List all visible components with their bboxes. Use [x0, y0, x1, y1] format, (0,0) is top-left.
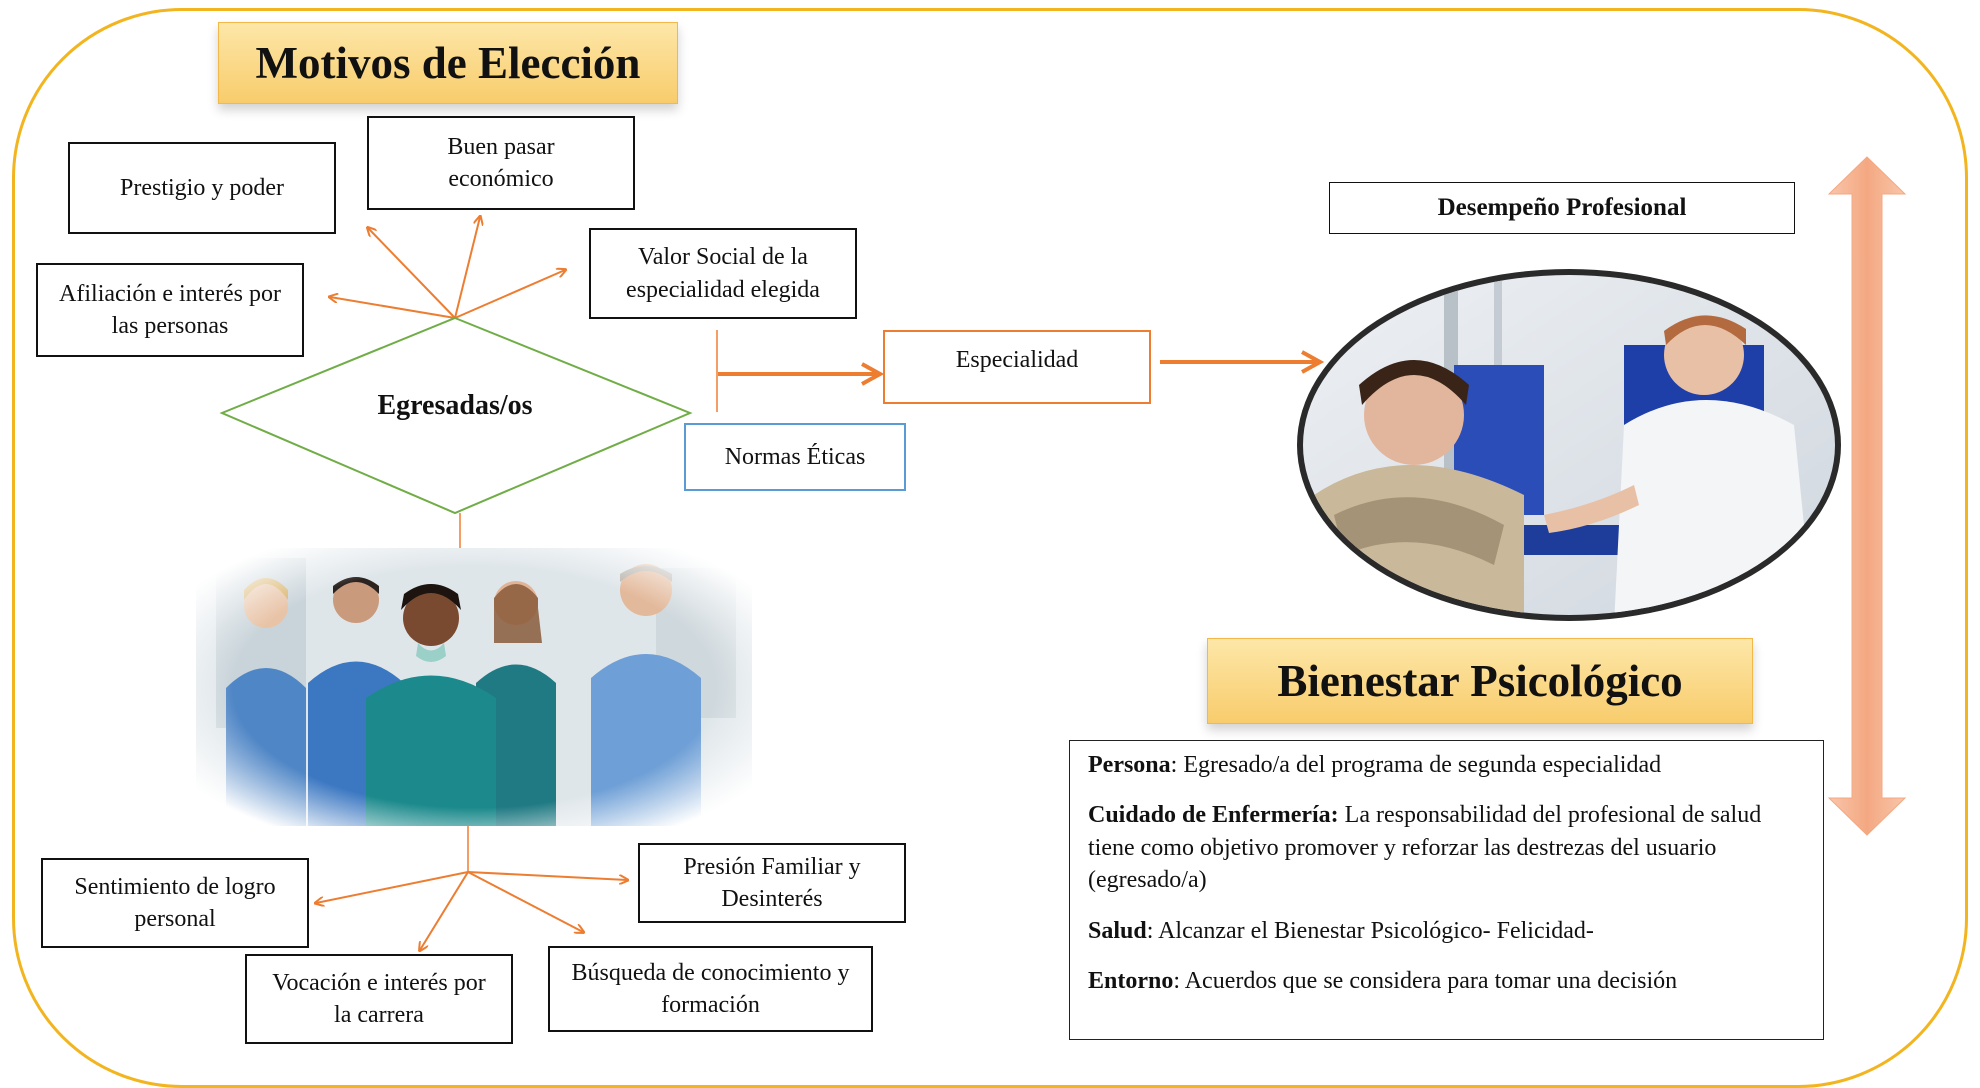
definition-persona-sep: :	[1170, 752, 1184, 778]
definition-cuidado-term: Cuidado de Enfermería:	[1088, 802, 1339, 829]
definition-persona-text: Egresado/a del programa de segunda espec…	[1183, 752, 1662, 778]
especialidad-label: Especialidad	[955, 347, 1079, 373]
arrow-to-buen-pasar	[454, 217, 480, 319]
especialidad-box: Especialidad	[883, 330, 1151, 404]
busqueda-box: Búsqueda de conocimiento y formación	[548, 946, 873, 1032]
bienestar-title: Bienestar Psicológico	[1207, 638, 1753, 724]
busqueda-label: Búsqueda de conocimiento y formación	[571, 959, 850, 1018]
desempeno-label: Desempeño Profesional	[1437, 194, 1687, 222]
nurses-team-photo	[196, 548, 752, 826]
valor-social-label: Valor Social de la especialidad elegida	[626, 244, 820, 303]
arrow-to-prestigio	[368, 228, 456, 319]
normas-box: Normas Éticas	[684, 423, 906, 491]
definition-salud-sep: :	[1146, 917, 1159, 944]
buen-pasar-label: Buen pasar económico	[447, 133, 555, 192]
vocacion-label: Vocación e interés por la carrera	[272, 969, 486, 1028]
definition-persona-term: Persona	[1088, 752, 1171, 778]
valor-social-box: Valor Social de la especialidad elegida	[589, 228, 857, 319]
presion-box: Presión Familiar y Desinterés	[638, 843, 906, 923]
normas-label: Normas Éticas	[724, 443, 866, 470]
double-arrow	[1827, 156, 1907, 836]
vocacion-box: Vocación e interés por la carrera	[245, 954, 513, 1044]
arrow-to-presion	[467, 871, 627, 880]
motivos-title: Motivos de Elección	[218, 22, 678, 104]
fan-top-arrows	[330, 217, 565, 319]
afiliacion-label: Afiliación e interés por las personas	[59, 280, 281, 339]
prestigio-label: Prestigio y poder	[120, 174, 284, 201]
definitions-box: Persona: Egresado/a del programa de segu…	[1069, 740, 1824, 1040]
arrow-to-logro	[316, 871, 469, 903]
definition-salud: Salud: Alcanzar el Bienestar Psicológico…	[1088, 915, 1805, 947]
egresados-diamond	[219, 316, 693, 515]
logro-box: Sentimiento de logro personal	[41, 858, 309, 948]
arrow-to-busqueda	[467, 871, 583, 932]
definition-salud-text: Alcanzar el Bienestar Psicológico- Felic…	[1158, 917, 1594, 944]
definition-persona: Persona: Egresado/a del programa de segu…	[1088, 749, 1805, 781]
arrow-to-valor-social	[454, 270, 565, 319]
definition-cuidado-text: La responsabilidad del profesional de sa…	[1088, 802, 1762, 894]
definition-salud-term: Salud	[1088, 917, 1147, 944]
definition-entorno-text: Acuerdos que se considera para tomar una…	[1184, 967, 1678, 994]
arrow-to-afiliacion	[330, 297, 456, 319]
afiliacion-box: Afiliación e interés por las personas	[36, 263, 304, 357]
logro-label: Sentimiento de logro personal	[74, 873, 276, 932]
nurse-patient-photo	[1294, 265, 1844, 625]
egresados-label: Egresadas/os	[377, 390, 533, 421]
prestigio-box: Prestigio y poder	[68, 142, 336, 234]
definition-entorno: Entorno: Acuerdos que se considera para …	[1088, 965, 1805, 997]
desempeno-box: Desempeño Profesional	[1329, 182, 1795, 234]
fan-bottom-arrows	[316, 871, 627, 950]
definition-cuidado: Cuidado de Enfermería: La responsabilida…	[1088, 799, 1805, 896]
arrow-to-vocacion	[420, 871, 469, 950]
motivos-title-text: Motivos de Elección	[255, 38, 641, 88]
definition-entorno-term: Entorno	[1088, 967, 1174, 994]
connectors	[219, 156, 1907, 1040]
buen-pasar-box: Buen pasar económico	[367, 116, 635, 210]
bienestar-title-text: Bienestar Psicológico	[1277, 656, 1683, 706]
presion-label: Presión Familiar y Desinterés	[683, 853, 861, 912]
definition-entorno-sep: :	[1173, 967, 1185, 994]
